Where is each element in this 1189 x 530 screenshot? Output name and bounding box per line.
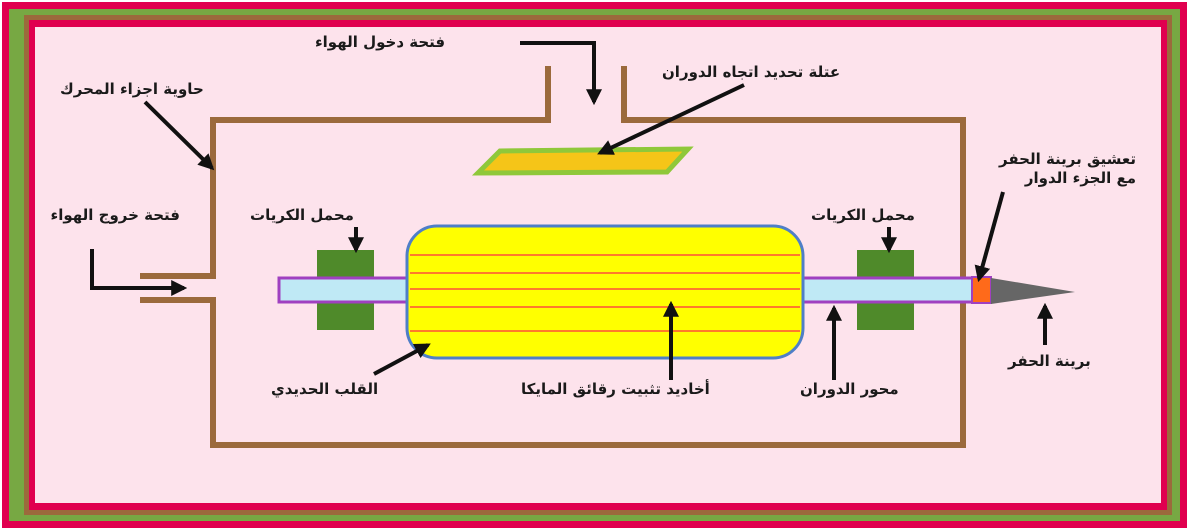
arrow-air-outlet bbox=[90, 249, 188, 296]
shaft-right bbox=[799, 276, 975, 304]
label-motor-housing: حاوية اجزاء المحرك bbox=[60, 80, 204, 98]
drill-bit bbox=[991, 278, 1075, 304]
label-rotation-shaft: محور الدوران bbox=[800, 380, 899, 398]
label-air-inlet: فتحة دخول الهواء bbox=[315, 33, 446, 51]
arrow-bit-coupling bbox=[974, 191, 1005, 283]
mica-grooves bbox=[410, 254, 800, 332]
motor-housing bbox=[140, 66, 966, 448]
label-mica-grooves: أخاديد تثبيت رقائق المايكا bbox=[521, 380, 710, 398]
bit-coupling bbox=[971, 276, 992, 304]
label-bit-coupling: تعشيق برينة الحفر مع الجزء الدوار bbox=[999, 150, 1136, 187]
direction-block bbox=[471, 146, 694, 176]
iron-core bbox=[405, 224, 805, 360]
label-direction-block: عتلة تحديد اتجاه الدوران bbox=[662, 63, 841, 81]
label-iron-core: القلب الحديدي bbox=[271, 380, 379, 398]
shaft-left bbox=[277, 276, 411, 304]
arrow-air-inlet bbox=[520, 41, 602, 106]
arrow-iron-core bbox=[373, 343, 431, 376]
label-drill-bit: برينة الحفر bbox=[1008, 352, 1091, 370]
label-air-outlet: فتحة خروج الهواء bbox=[50, 206, 180, 224]
label-bearing-right: محمل الكريات bbox=[811, 206, 915, 224]
arrow-direction-block bbox=[597, 83, 745, 155]
arrow-motor-housing bbox=[143, 100, 215, 171]
label-bearing-left: محمل الكريات bbox=[250, 206, 354, 224]
